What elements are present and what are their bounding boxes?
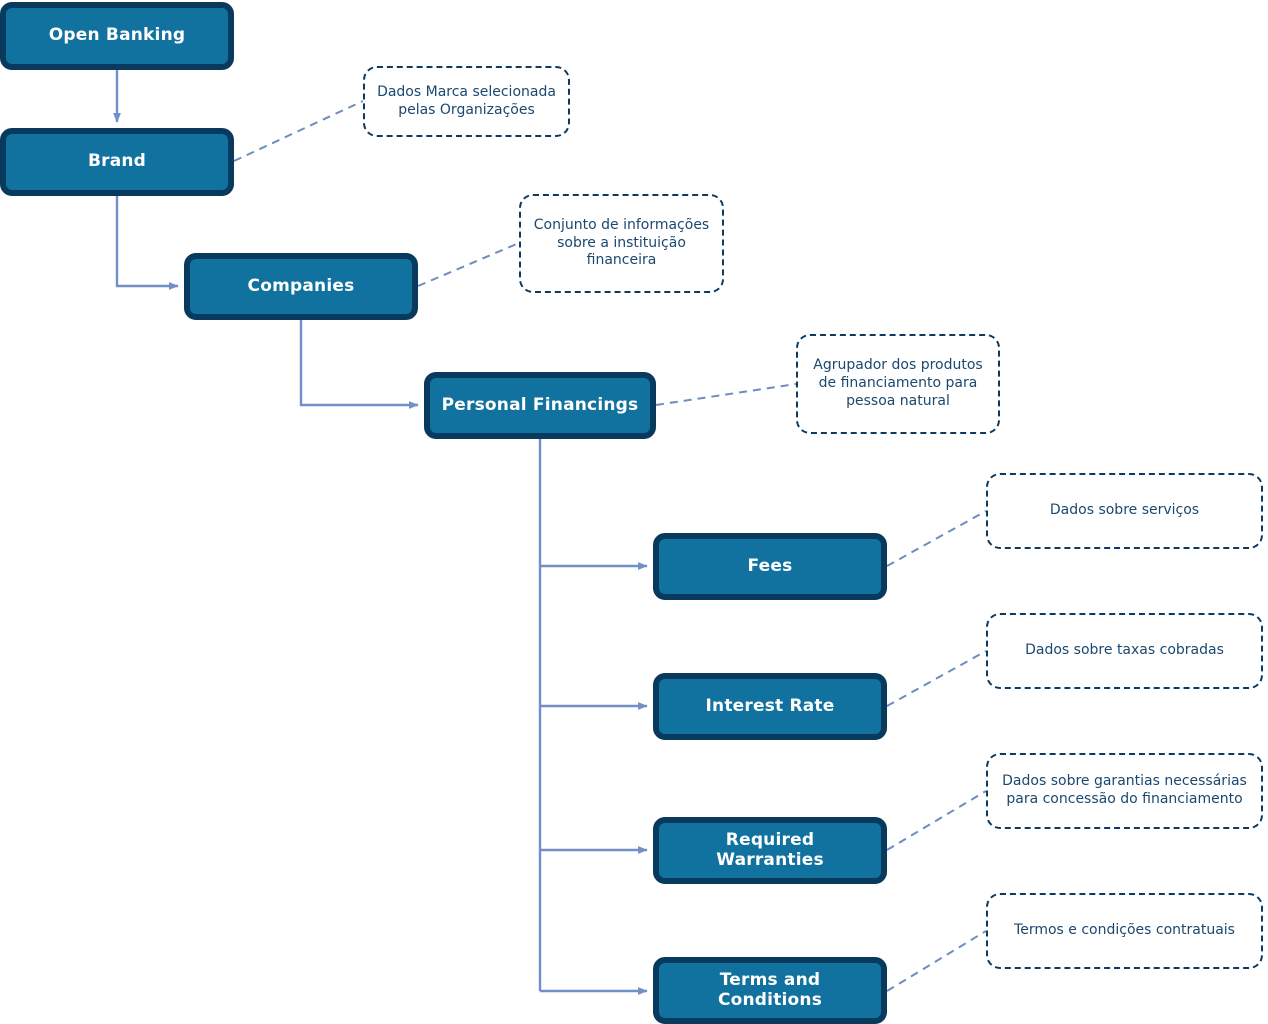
connector-companies-note-link [417, 242, 520, 287]
callout-text-brand-note: Dados Marca selecionada pelas Organizaçõ… [377, 83, 556, 118]
callout-text-required-warranties-note: Dados sobre garantias necessárias para c… [1002, 773, 1247, 807]
node-open-banking[interactable]: Open Banking [0, 2, 234, 70]
node-personal-financings[interactable]: Personal Financings [424, 372, 656, 439]
connector-fees-note-link [886, 510, 987, 567]
callout-text-interest-rate-note: Dados sobre taxas cobradas [1025, 642, 1224, 659]
node-label-companies: Companies [247, 275, 355, 296]
node-interest-rate[interactable]: Interest Rate [653, 673, 887, 740]
node-terms-and-conditions[interactable]: Terms and Conditions [653, 957, 887, 1024]
callout-brand-note: Dados Marca selecionada pelas Organizaçõ… [363, 66, 570, 137]
callout-text-personal-financings-note: Agrupador dos produtos de financiamento … [813, 357, 983, 409]
node-label-fees: Fees [747, 555, 793, 576]
connector-personal-financings-note-link [655, 383, 797, 406]
connector-terms-note-link [886, 930, 987, 992]
connector-companies-to-personal-financings [299, 320, 419, 409]
node-label-open-banking: Open Banking [48, 25, 186, 46]
node-brand[interactable]: Brand [0, 128, 234, 196]
node-companies[interactable]: Companies [184, 253, 418, 320]
callout-text-fees-note: Dados sobre serviços [1049, 502, 1200, 519]
callout-companies-note: Conjunto de informações sobre a institui… [519, 194, 724, 293]
node-label-required-warranties: Required Warranties [716, 829, 824, 870]
connector-brand-note-link [233, 100, 364, 162]
callout-text-terms-note: Termos e condições contratuais [1014, 922, 1235, 939]
callout-required-warranties-note: Dados sobre garantias necessárias para c… [986, 753, 1263, 829]
callout-interest-rate-note: Dados sobre taxas cobradas [986, 613, 1263, 689]
node-label-brand: Brand [87, 151, 147, 172]
callout-text-companies-note: Conjunto de informações sobre a institui… [533, 216, 710, 269]
callout-personal-financings-note: Agrupador dos produtos de financiamento … [796, 334, 1000, 434]
connector-interest-rate-note-link [886, 650, 987, 707]
node-label-terms-and-conditions: Terms and Conditions [717, 969, 823, 1010]
callout-terms-note: Termos e condições contratuais [986, 893, 1263, 969]
connector-brand-to-companies [115, 196, 179, 290]
node-required-warranties[interactable]: Required Warranties [653, 817, 887, 884]
callout-fees-note: Dados sobre serviços [986, 473, 1263, 549]
connector-required-warranties-note-link [886, 790, 987, 851]
node-label-interest-rate: Interest Rate [705, 695, 835, 716]
node-label-personal-financings: Personal Financings [441, 394, 639, 415]
node-fees[interactable]: Fees [653, 533, 887, 600]
